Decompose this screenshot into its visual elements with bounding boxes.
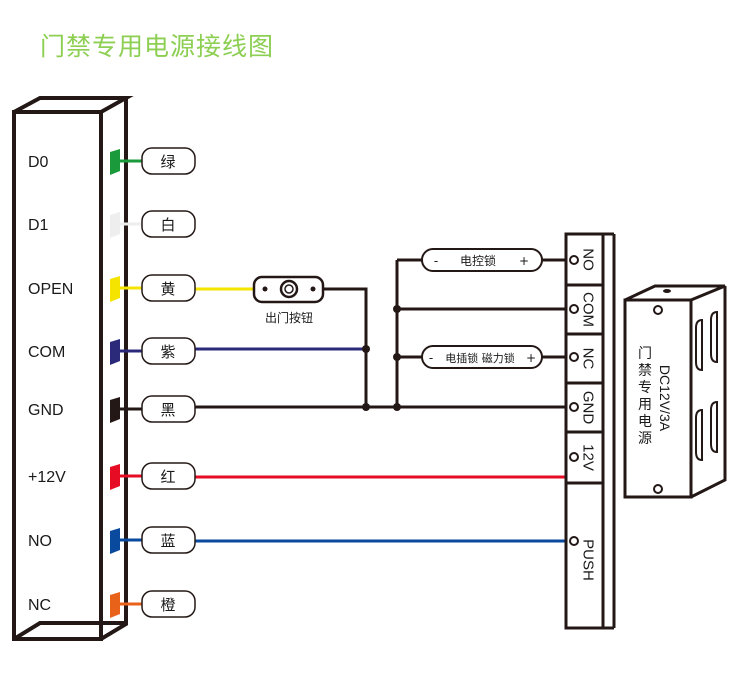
black-wiring [323, 258, 570, 407]
color-tag [141, 395, 196, 423]
electric-control-lock: - 电控锁 + [421, 248, 543, 272]
access-controller-box [12, 96, 134, 641]
pin-label: COM [28, 344, 65, 361]
color-tag-label: 白 [160, 216, 175, 234]
connector-tab [110, 592, 120, 618]
terminal-label: NO [580, 248, 597, 271]
lock-label: 电插锁 磁力锁 [445, 351, 515, 365]
connector-tab [110, 276, 120, 302]
color-tag [141, 147, 196, 175]
lock-minus: - [429, 351, 433, 365]
screw-hole-icon [262, 286, 268, 292]
power-supply-name-char: 电 [638, 414, 652, 430]
exit-button: 出门按钮 [252, 275, 325, 325]
pin-label: D0 [28, 154, 49, 171]
controller-row-12v: +12V 红 [28, 462, 566, 490]
terminal-label: COM [580, 292, 597, 327]
controller-row-com: COM 紫 [28, 337, 366, 365]
terminal-label: PUSH [580, 539, 597, 581]
screw-icon [653, 484, 663, 494]
power-supply-name-char: 门 [638, 346, 652, 362]
lock-label: 电控锁 [460, 253, 496, 268]
connector-tab [110, 397, 120, 423]
exit-button-wire [323, 287, 368, 407]
terminal-com: COM [566, 283, 603, 327]
controller-row-open: OPEN 黄 [28, 274, 254, 302]
vent-hole-icon [663, 289, 671, 293]
screw-hole-icon [310, 286, 316, 292]
color-tag-label: 黑 [160, 401, 175, 419]
junction-dots [362, 305, 401, 411]
terminal-gnd: GND [566, 381, 603, 425]
rating-text: DC12V/3A [657, 365, 673, 432]
lock-plus: + [526, 351, 536, 365]
terminal-screw-icon [569, 536, 579, 546]
color-tag [141, 210, 196, 238]
push-button-inner-icon [284, 284, 294, 294]
terminal-label: 12V [580, 444, 597, 471]
pin-label: GND [28, 402, 64, 419]
terminal-screw-icon [569, 402, 579, 412]
pin-label: NC [28, 597, 51, 614]
lock-plus: + [519, 254, 529, 268]
pin-label: +12V [28, 469, 66, 486]
controller-row-d1: D1 白 [28, 210, 196, 238]
exit-button-label: 出门按钮 [265, 310, 313, 325]
terminal-12v: 12V [566, 430, 603, 471]
pin-label: NO [28, 533, 52, 550]
power-supply-name-char: 禁 [638, 363, 652, 379]
power-supply-name: 门禁专用电源 [638, 346, 652, 447]
color-tag-label: 黄 [160, 280, 175, 298]
color-tag-label: 蓝 [160, 532, 175, 550]
color-tag [141, 462, 196, 490]
terminal-nc: NC [566, 332, 603, 370]
controller-row-no: NO 蓝 [28, 526, 566, 554]
connector-tab [110, 528, 120, 554]
controller-row-gnd: GND 黑 [28, 395, 566, 423]
color-tag [141, 337, 196, 365]
screw-icon [653, 305, 663, 315]
power-supply-unit [623, 284, 727, 499]
color-tag-label: 绿 [160, 153, 175, 171]
color-tag [141, 274, 196, 302]
controller-row-nc: NC 橙 [28, 590, 196, 618]
terminal-screw-icon [569, 255, 579, 265]
lock-minus: - [434, 254, 438, 268]
controller-row-d0: D0 绿 [28, 147, 196, 175]
terminal-label: GND [580, 391, 597, 425]
terminal-screw-icon [569, 452, 579, 462]
power-supply-name-char: 用 [638, 397, 652, 413]
connector-tab [110, 212, 120, 238]
power-supply-screws [653, 289, 671, 494]
bolt-magnetic-lock: - 电插锁 磁力锁 + [421, 345, 543, 369]
power-supply-name-char: 专 [638, 380, 652, 396]
power-supply-name-char: 源 [638, 431, 652, 447]
connector-tab [110, 149, 120, 175]
color-tag [141, 590, 196, 618]
connector-tab [110, 464, 120, 490]
color-tag [141, 526, 196, 554]
diagram-title: 门禁专用电源接线图 [40, 32, 275, 61]
color-tag-label: 橙 [160, 596, 175, 614]
connector-tab [110, 339, 120, 365]
power-supply-rating: DC12V/3A [657, 365, 673, 432]
terminal-label: NC [580, 348, 597, 370]
terminal-no: NO [569, 248, 597, 271]
terminal-screw-icon [569, 352, 579, 362]
pin-label: OPEN [28, 281, 73, 298]
terminal-screw-icon [569, 304, 579, 314]
color-tag-label: 红 [160, 468, 175, 486]
color-tag-label: 紫 [160, 343, 175, 361]
terminal-push: PUSH [566, 481, 603, 581]
pin-label: D1 [28, 217, 49, 234]
